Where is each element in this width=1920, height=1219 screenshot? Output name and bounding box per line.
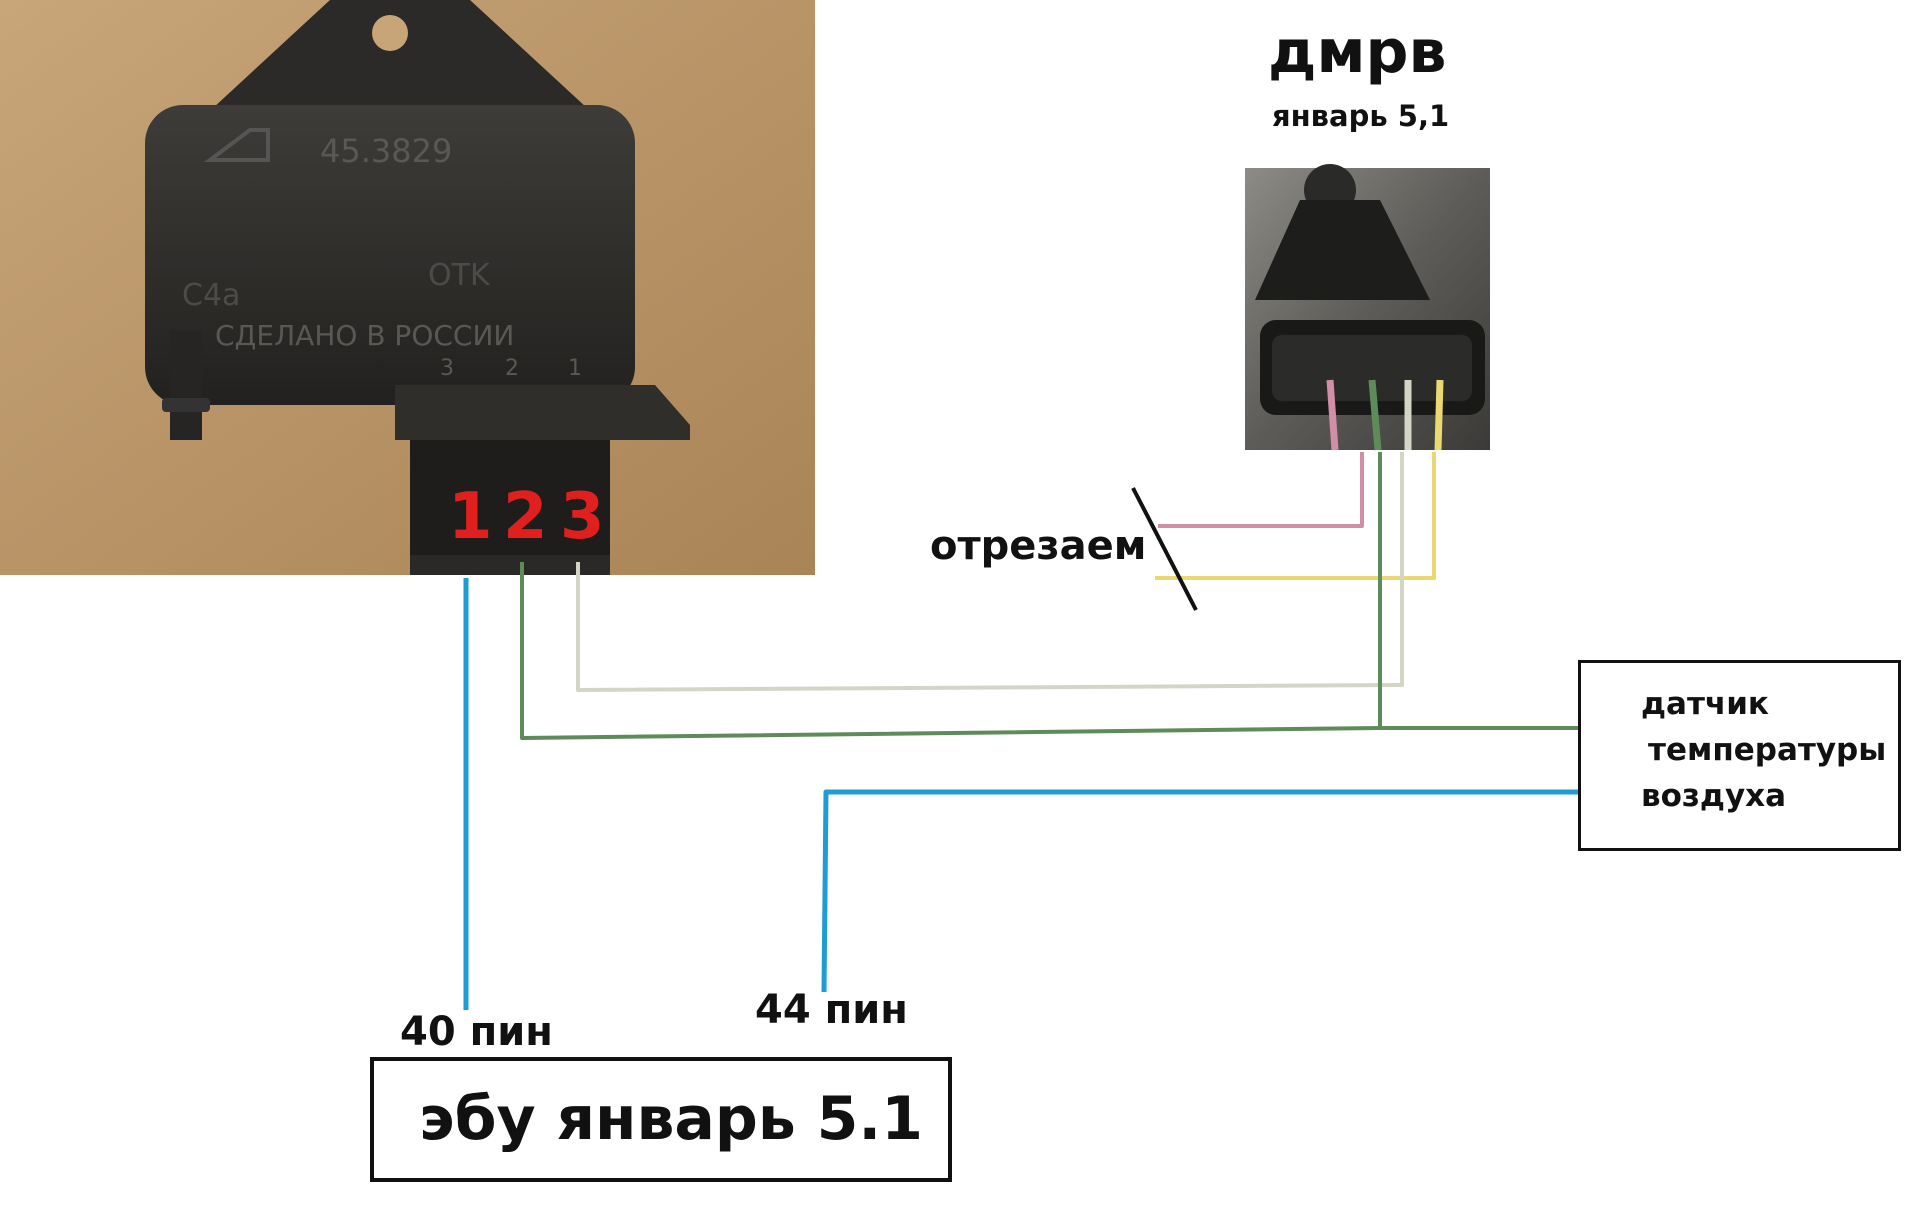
- embossed-pin-1: 1: [568, 356, 582, 381]
- embossed-made-in-russia: СДЕЛАНО В РОССИИ: [215, 319, 514, 352]
- ecu-label: эбу январь 5.1: [419, 1084, 923, 1154]
- blue-wire-sensor-to-ecu-44: [821, 789, 1580, 993]
- air-temp-sensor-label-line-1: датчик: [1641, 686, 1769, 722]
- cut-mark: [1131, 487, 1198, 611]
- cut-label: отрезаем: [930, 523, 1147, 569]
- air-temp-sensor-label-line-2: температуры: [1648, 732, 1887, 768]
- ecu-box: эбу январь 5.1: [370, 1057, 952, 1182]
- pin-40-label: 40 пин: [400, 1009, 553, 1055]
- green-wire-pin2-to-sensor: [520, 562, 1580, 740]
- embossed-pin-2: 2: [505, 356, 519, 381]
- yellow-wire-cut: [1155, 452, 1436, 580]
- embossed-part-number: 45.3829: [320, 132, 452, 170]
- maf-subtitle: январь 5,1: [1272, 99, 1450, 133]
- embossed-code-left: C4a: [182, 278, 240, 313]
- white-wire-pin3-to-maf: [576, 452, 1404, 692]
- pink-wire-cut: [1158, 452, 1364, 528]
- pin-number-1: 1: [448, 480, 493, 554]
- pin-number-3: 3: [560, 480, 605, 554]
- maf-title: дмрв: [1268, 17, 1447, 87]
- pin-44-label: 44 пин: [755, 987, 908, 1033]
- maf-connector-photo: [1245, 164, 1490, 451]
- pin-number-2: 2: [503, 480, 548, 554]
- air-temp-sensor-label-line-3: воздуха: [1641, 778, 1787, 814]
- pressure-sensor-photo: [0, 0, 815, 575]
- embossed-code-right: OTK: [428, 258, 491, 293]
- air-temperature-sensor-box: датчик температуры воздуха: [1578, 660, 1901, 851]
- embossed-pin-3: 3: [440, 356, 454, 381]
- wires: [463, 452, 1580, 1010]
